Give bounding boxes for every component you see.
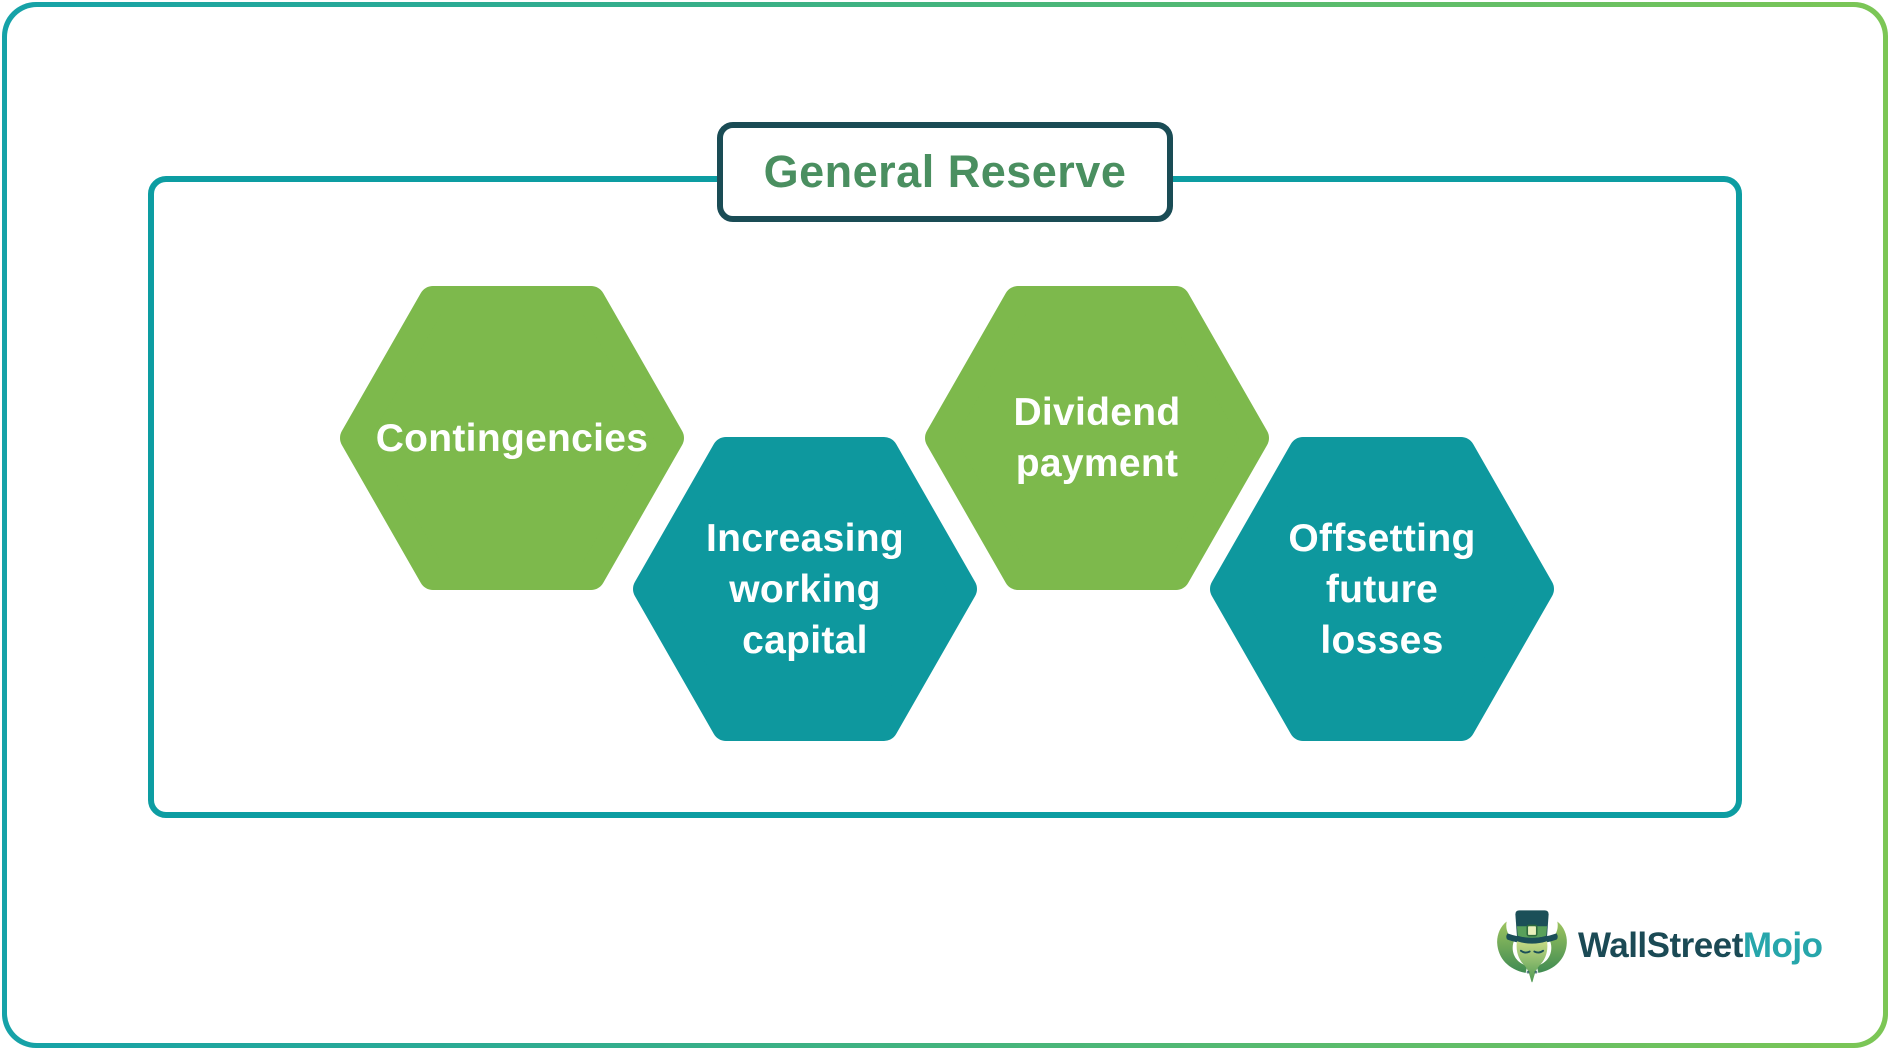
hexagon-label: Contingencies: [375, 416, 649, 460]
wallstreetmojo-logo: WallStreetMojo: [1494, 898, 1823, 994]
hexagon-shape-icon: [925, 286, 1269, 590]
hexagon-offsetting-future-losses: Offsetting future losses: [1210, 437, 1554, 741]
hexagon-label: Dividend payment: [1013, 391, 1181, 485]
hexagon-contingencies: Contingencies: [340, 286, 684, 590]
hexagon-label: Offsetting future losses: [1288, 516, 1476, 662]
bull-leprechaun-icon: [1497, 910, 1567, 983]
hexagon-label: Increasing working capital: [705, 516, 905, 662]
logo-text-primary: WallStreet: [1578, 926, 1743, 965]
hexagon-increasing-working-capital: Increasing working capital: [633, 437, 977, 741]
logo-text-secondary: Mojo: [1742, 926, 1823, 965]
hexagon-shape-icon: [1210, 437, 1554, 741]
title-box: General Reserve: [717, 122, 1173, 222]
logo-text: WallStreetMojo: [1578, 926, 1823, 966]
hexagon-dividend-payment: Dividend payment: [925, 286, 1269, 590]
hexagon-shape-icon: [340, 286, 684, 590]
page-title: General Reserve: [763, 146, 1127, 197]
hexagon-shape-icon: [633, 437, 977, 741]
